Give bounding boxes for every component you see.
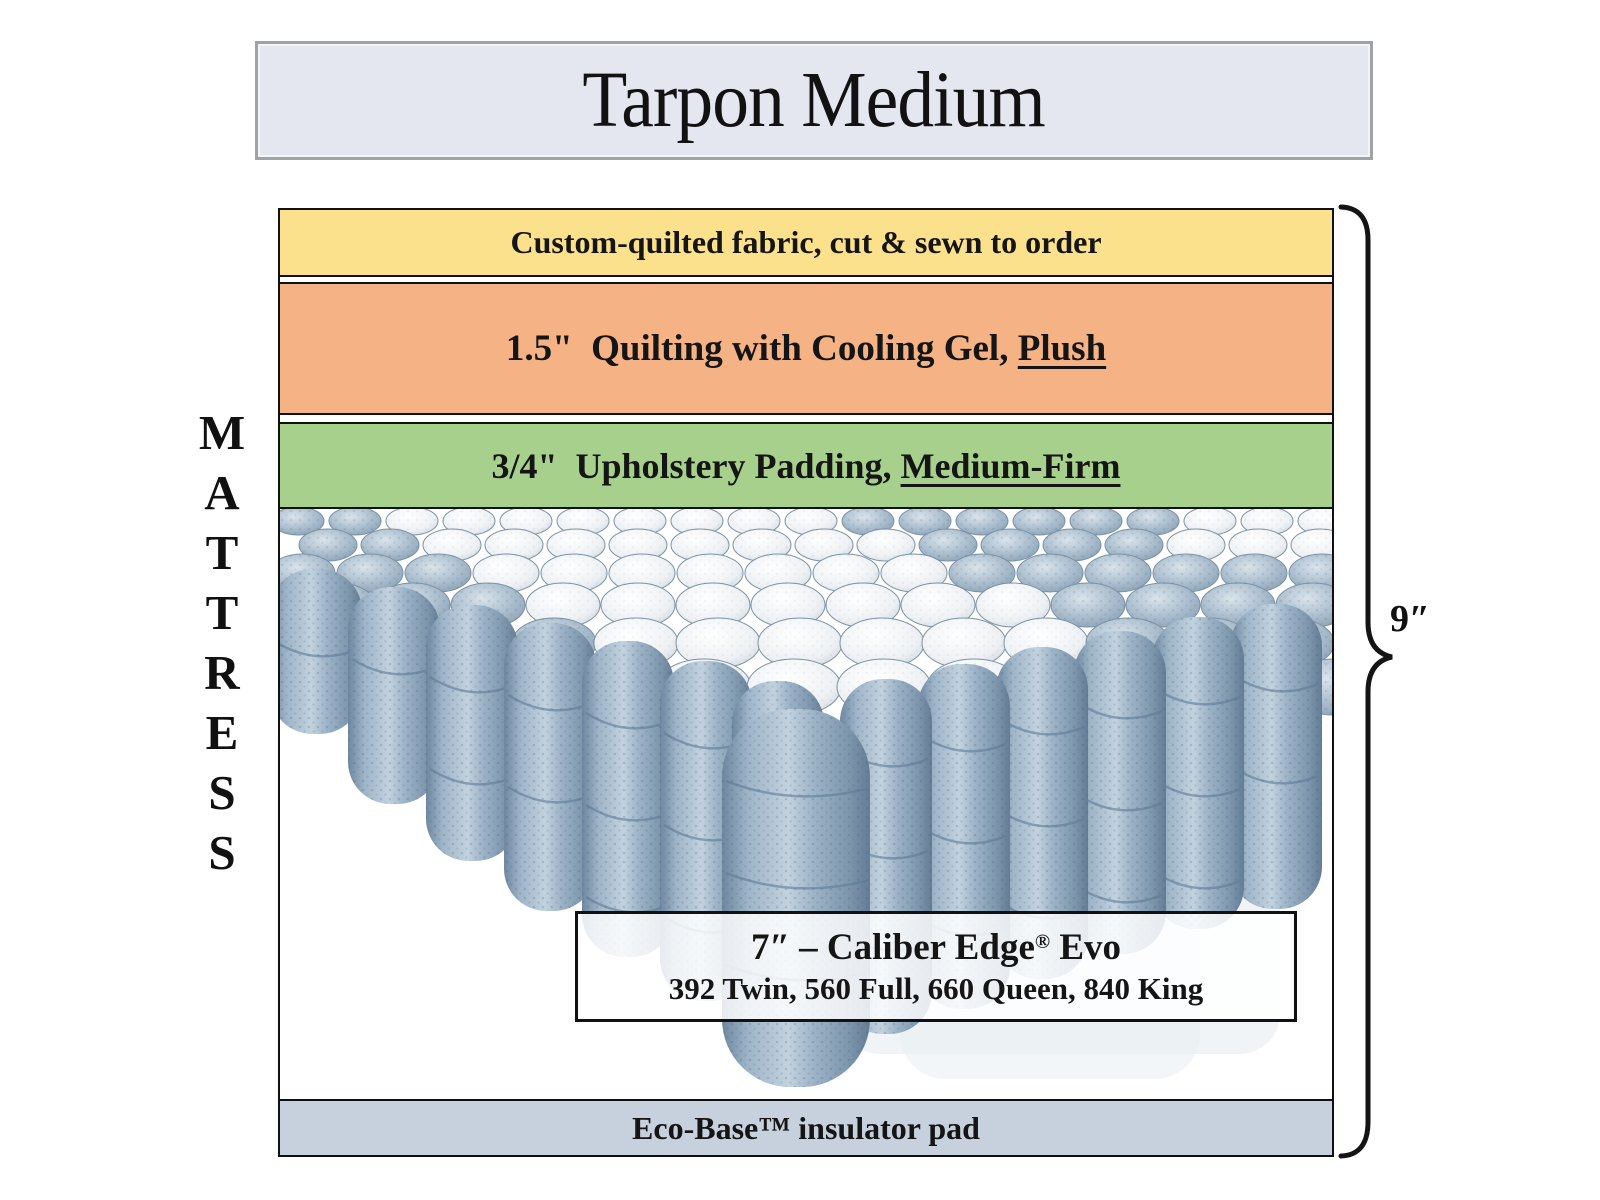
title-box: Tarpon Medium	[255, 41, 1373, 160]
layer-upholstery-padding-label: 3/4" Upholstery Padding, Medium-Firm	[491, 445, 1121, 486]
layer-upholstery-padding: 3/4" Upholstery Padding, Medium-Firm	[280, 422, 1332, 509]
quilting-firmness: Plush	[1017, 328, 1107, 369]
layer-cooling-gel-quilting-label: 1.5" Quilting with Cooling Gel, Plush	[505, 328, 1107, 369]
layer-insulator-pad: Eco-Base™ insulator pad	[280, 1099, 1332, 1157]
mattress-letter: S	[208, 825, 236, 880]
layer-quilted-fabric: Custom-quilted fabric, cut & sewn to ord…	[280, 208, 1332, 277]
mattress-letter: M	[198, 405, 246, 460]
mattress-letter: T	[205, 525, 239, 580]
mattress-letter: R	[204, 645, 240, 700]
pocket-coil-photo: 7″ – Caliber Edge® Evo 392 Twin, 560 Ful…	[280, 509, 1332, 1099]
coil-spec-box: 7″ – Caliber Edge® Evo 392 Twin, 560 Ful…	[575, 911, 1297, 1022]
padding-firmness: Medium-Firm	[900, 445, 1121, 486]
layer-insulator-pad-label: Eco-Base™ insulator pad	[632, 1109, 980, 1146]
registered-mark: ®	[1034, 931, 1051, 954]
mattress-layer-stack: Custom-quilted fabric, cut & sewn to ord…	[278, 208, 1334, 1157]
mattress-letter: T	[205, 585, 239, 640]
mattress-letter: E	[205, 705, 239, 760]
page-title: Tarpon Medium	[582, 57, 1046, 144]
height-dimension-label: 9″	[1390, 598, 1430, 640]
layer-quilted-fabric-label: Custom-quilted fabric, cut & sewn to ord…	[510, 224, 1102, 260]
coil-unit-name: 7″ – Caliber Edge® Evo	[750, 927, 1122, 969]
mattress-letter: A	[204, 465, 240, 520]
layer-cooling-gel-quilting: 1.5" Quilting with Cooling Gel, Plush	[280, 282, 1332, 415]
mattress-vertical-label: M A T T R E S S	[188, 403, 256, 883]
mattress-letter: S	[208, 765, 236, 820]
coil-counts: 392 Twin, 560 Full, 660 Queen, 840 King	[668, 970, 1204, 1006]
